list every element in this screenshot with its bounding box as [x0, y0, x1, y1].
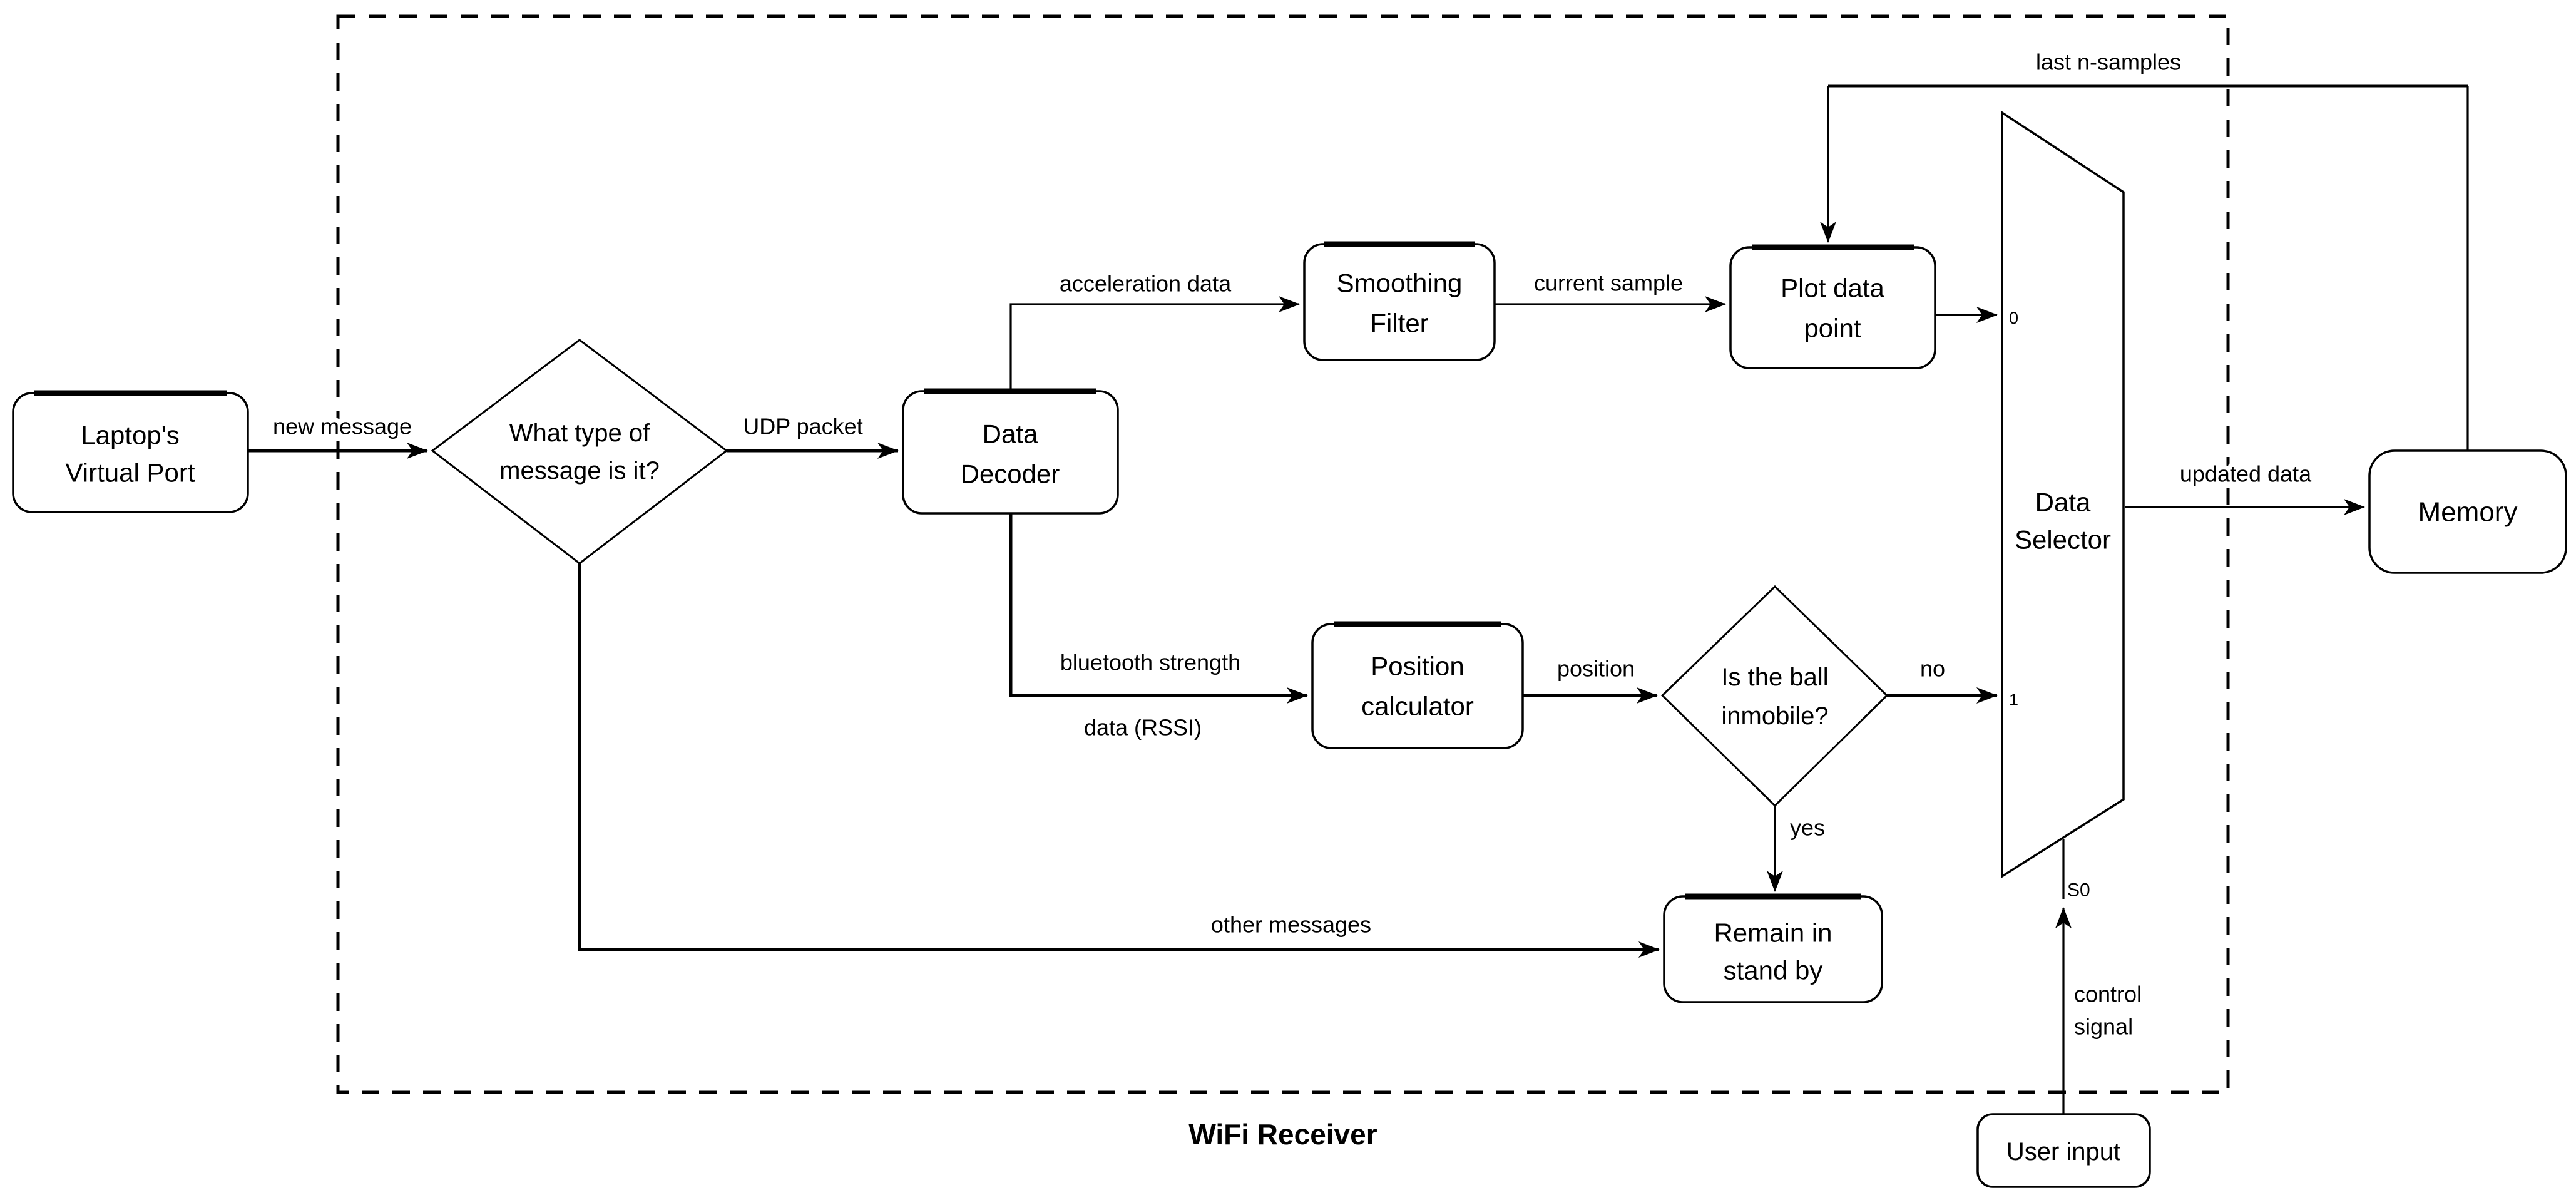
edge-label-current-sample: current sample	[1534, 270, 1683, 296]
node-ball-immobile-decision: Is the ball inmobile?	[1660, 585, 1889, 808]
node-position-calculator: Position calculator	[1311, 621, 1524, 749]
edge-label-other-messages: other messages	[1211, 912, 1371, 938]
ball-immobile-label-line1: Is the ball	[1721, 664, 1828, 691]
edge-label-udp-packet: UDP packet	[743, 414, 862, 439]
data-selector-port-0: 0	[2009, 309, 2018, 327]
edge-label-bluetooth-line2: data (RSSI)	[1084, 715, 1202, 741]
edge-label-control-line1: control	[2074, 982, 2142, 1007]
position-calculator-label-line2: calculator	[1361, 692, 1474, 721]
edge-label-no: no	[1920, 656, 1945, 682]
data-decoder-shape	[902, 390, 1119, 515]
edge-label-control-line2: signal	[2074, 1014, 2133, 1040]
wifi-receiver-boundary	[336, 14, 2230, 1094]
edge-label-last-n-samples: last n-samples	[2036, 49, 2181, 75]
user-input-shape	[1976, 1113, 2151, 1188]
node-memory: Memory	[2368, 449, 2567, 574]
plot-data-point-shape	[1729, 246, 1936, 369]
edge-other-messages	[578, 563, 1660, 958]
node-user-input: User input	[1976, 1113, 2151, 1188]
smoothing-filter-label-line1: Smoothing	[1337, 269, 1463, 298]
data-decoder-label-line1: Data	[983, 419, 1038, 449]
ball-immobile-label-line2: inmobile?	[1721, 702, 1828, 730]
laptop-label-line1: Laptop's	[81, 421, 179, 450]
smoothing-filter-label-line2: Filter	[1370, 309, 1428, 338]
edge-label-new-message: new message	[273, 414, 412, 439]
remain-standby-shape	[1663, 895, 1883, 1003]
remain-standby-label-line2: stand by	[1724, 956, 1823, 985]
node-laptop-virtual-port: Laptop's Virtual Port	[12, 390, 249, 513]
smoothing-filter-shape	[1303, 243, 1496, 361]
message-type-label-line1: What type of	[509, 419, 650, 447]
node-data-selector: Data Selector 0 1 S0	[2001, 110, 2125, 903]
data-selector-port-s0: S0	[2067, 880, 2090, 901]
edge-label-acceleration-data: acceleration data	[1060, 271, 1232, 297]
node-message-type-decision: What type of message is it?	[431, 339, 728, 565]
edge-label-yes: yes	[1790, 815, 1825, 841]
user-input-label: User input	[2006, 1138, 2120, 1166]
data-selector-label-line2: Selector	[2015, 525, 2111, 555]
position-calculator-shape	[1311, 623, 1524, 749]
edge-label-updated-data: updated data	[2180, 461, 2312, 487]
laptop-virtual-port-shape	[12, 392, 249, 513]
position-calculator-label-line1: Position	[1371, 652, 1464, 681]
data-selector-shape	[2001, 110, 2125, 879]
edge-bluetooth-strength	[1009, 513, 1308, 704]
laptop-label-line2: Virtual Port	[66, 458, 195, 488]
memory-label: Memory	[2418, 497, 2518, 528]
edge-label-position: position	[1557, 656, 1635, 682]
data-decoder-label-line2: Decoder	[961, 459, 1060, 489]
node-smoothing-filter: Smoothing Filter	[1303, 241, 1496, 361]
data-selector-label-line1: Data	[2035, 488, 2091, 517]
message-type-decision-shape	[431, 339, 728, 565]
ball-immobile-decision-shape	[1660, 585, 1889, 808]
edge-label-bluetooth-line1: bluetooth strength	[1060, 650, 1240, 675]
message-type-label-line2: message is it?	[499, 457, 660, 485]
plot-data-point-label-line1: Plot data	[1781, 274, 1884, 303]
remain-standby-label-line1: Remain in	[1714, 918, 1832, 948]
plot-data-point-label-line2: point	[1804, 314, 1861, 343]
node-data-decoder: Data Decoder	[902, 388, 1119, 515]
node-remain-standby: Remain in stand by	[1663, 893, 1883, 1003]
edge-acceleration-data	[1009, 296, 1300, 391]
wifi-receiver-caption: WiFi Receiver	[1188, 1118, 1377, 1151]
data-selector-port-1: 1	[2009, 690, 2018, 709]
memory-shape	[2368, 449, 2567, 574]
node-plot-data-point: Plot data point	[1729, 244, 1936, 369]
